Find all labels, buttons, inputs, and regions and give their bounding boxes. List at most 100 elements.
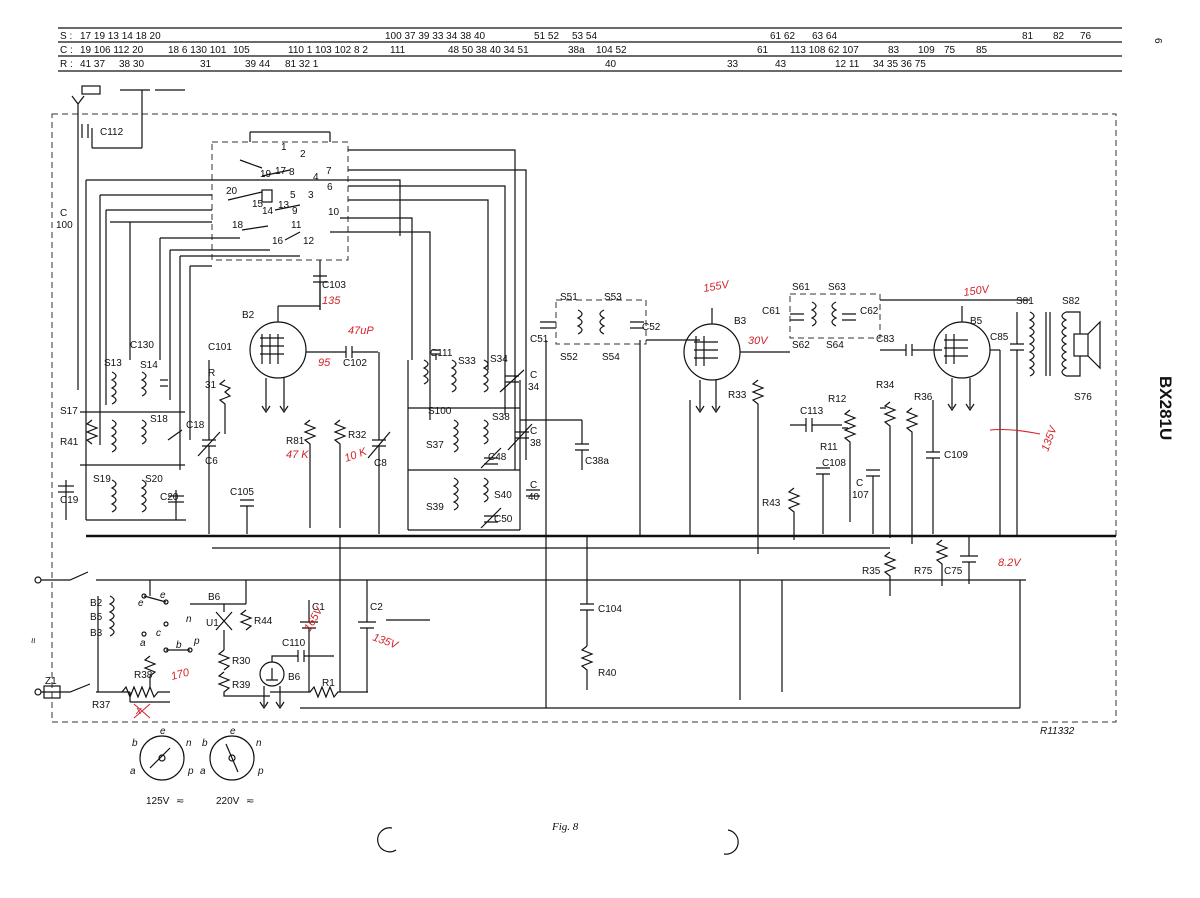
r12-potentiometer (842, 409, 857, 522)
svg-text:83: 83 (888, 45, 900, 56)
r41-label: R41 (60, 437, 79, 448)
c130-label: C130 (130, 340, 154, 351)
switch-wiring (85, 149, 527, 520)
svg-text:51 52: 51 52 (534, 31, 559, 42)
input-coils (58, 371, 186, 521)
c103-capacitor (313, 275, 327, 310)
svg-text:a: a (130, 766, 136, 777)
svg-text:7: 7 (326, 166, 332, 177)
svg-text:17: 17 (275, 166, 287, 177)
c38-label-a: C (530, 426, 537, 437)
svg-text:e: e (230, 726, 236, 737)
b3-label: B3 (734, 316, 747, 327)
c107-capacitor (866, 469, 880, 534)
svg-text:47 K: 47 K (286, 449, 309, 461)
c110-label: C110 (282, 638, 306, 649)
r40-label: R40 (598, 668, 617, 679)
r35-label: R35 (862, 566, 881, 577)
svg-text:11: 11 (291, 220, 302, 231)
r37-resistor (121, 685, 170, 703)
s76-label: S76 (1074, 392, 1092, 403)
svg-text:18: 18 (232, 220, 244, 231)
svg-text:20: 20 (226, 186, 238, 197)
svg-text:17 19 13 14 18 20: 17 19 13 14 18 20 (80, 31, 161, 42)
c108-label: C108 (822, 458, 846, 469)
svg-text:8: 8 (289, 167, 295, 178)
c109-capacitor (926, 400, 940, 534)
r44-label: R44 (254, 616, 273, 627)
r1-label: R1 (322, 678, 335, 689)
svg-text:n: n (186, 738, 192, 749)
s37-label: S37 (426, 440, 444, 451)
svg-text:105: 105 (233, 45, 250, 56)
mains-ac-symbol: ≈ (27, 638, 38, 644)
c62-label: C62 (860, 306, 879, 317)
svg-text:111: 111 (390, 45, 406, 56)
svg-text:16: 16 (272, 236, 284, 247)
voltage-selector-wiring (97, 580, 253, 692)
b2-label: B2 (242, 310, 255, 321)
svg-text:9: 9 (292, 206, 298, 217)
c102-label: C102 (343, 358, 367, 369)
r81-resistor (303, 419, 317, 528)
component-index-table: S : 17 19 13 14 18 20 100 37 39 33 34 38… (58, 27, 1122, 72)
switch-contact-numbers: 1 2 3 4 5 6 7 8 9 10 11 12 13 14 15 16 1… (226, 142, 340, 247)
chassis-outline (51, 113, 1117, 723)
label-125v: 125V (146, 796, 170, 807)
svg-text:p: p (257, 766, 264, 777)
svg-text:a: a (140, 638, 146, 649)
svg-text:82: 82 (1053, 31, 1065, 42)
r32-label: R32 (348, 430, 367, 441)
r33-resistor (751, 379, 765, 554)
svg-text:81 32 1: 81 32 1 (285, 59, 319, 70)
svg-text:38a: 38a (568, 45, 585, 56)
r75-label: R75 (914, 566, 933, 577)
svg-text:100 37 39 33 34 38 40: 100 37 39 33 34 38 40 (385, 31, 486, 42)
svg-text:b: b (132, 738, 138, 749)
c6-capacitor (197, 360, 221, 534)
r81-label: R81 (286, 436, 305, 447)
svg-text:3: 3 (308, 190, 314, 201)
c111-label: C111 (430, 348, 453, 359)
c6-label: C6 (205, 456, 218, 467)
r11-label: R11 (820, 442, 838, 453)
r35-resistor (883, 551, 897, 596)
b6-label: B6 (288, 672, 301, 683)
r34-potentiometer (880, 401, 897, 538)
c18-label: C18 (186, 420, 205, 431)
svg-text:81: 81 (1022, 31, 1034, 42)
r31-label-b: 31 (205, 380, 217, 391)
z1-label: Z1 (45, 676, 57, 687)
voltage-selector-220v: b e n a p (200, 726, 264, 781)
svg-text:e: e (138, 598, 144, 609)
svg-text:e: e (160, 590, 166, 601)
tube-b3 (683, 308, 790, 414)
svg-text:31: 31 (200, 59, 212, 70)
mains-input (34, 571, 1026, 699)
s38-label: S38 (492, 412, 510, 423)
svg-text:18 6 130 101: 18 6 130 101 (168, 45, 227, 56)
if-transformer-s51-s54 (540, 299, 700, 700)
r43-label: R43 (762, 498, 781, 509)
r75-resistor (935, 539, 949, 586)
svg-text:47uP: 47uP (348, 325, 374, 337)
svg-text:S :: S : (60, 31, 72, 42)
switch-b6-label: B6 (208, 592, 221, 603)
c110-capacitor (288, 650, 334, 662)
c83-label: C83 (876, 334, 895, 345)
c104-label: C104 (598, 604, 622, 615)
svg-text:b: b (202, 738, 208, 749)
svg-text:C :: C : (60, 45, 73, 56)
svg-text:170: 170 (170, 666, 192, 683)
svg-text:41 37: 41 37 (80, 59, 105, 70)
r38-resistor (143, 655, 157, 688)
s13-label: S13 (104, 358, 122, 369)
svg-text:53 54: 53 54 (572, 31, 597, 42)
svg-text:p: p (193, 636, 200, 647)
s17-label: S17 (60, 406, 78, 417)
c34-label-b: 34 (528, 382, 540, 393)
svg-text:10: 10 (328, 207, 340, 218)
svg-text:12 11: 12 11 (835, 59, 860, 70)
c38-label-b: 38 (530, 438, 542, 449)
